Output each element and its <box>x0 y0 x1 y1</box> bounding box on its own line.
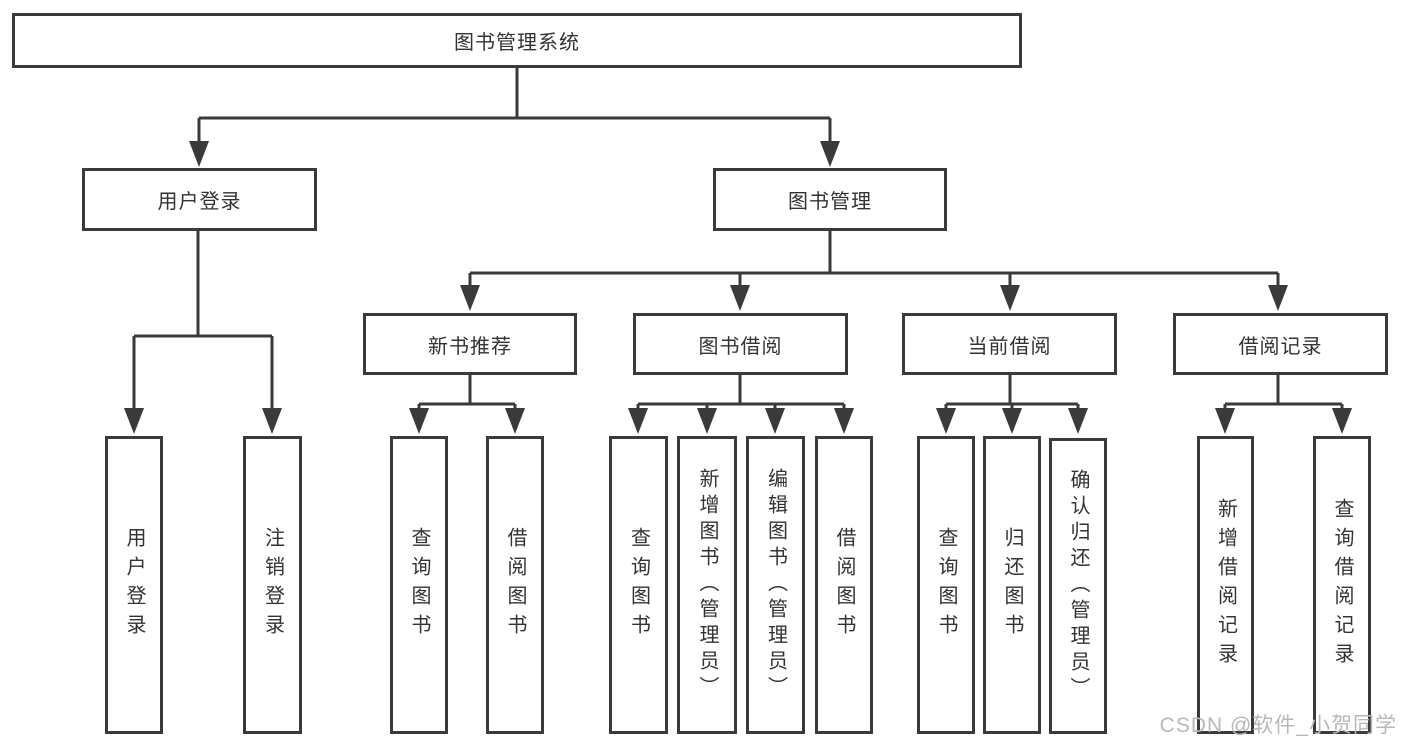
leaf-query-books-borrow: 查询图书 <box>609 436 668 734</box>
node-book-borrow: 图书借阅 <box>633 313 848 375</box>
leaf-query-borrow-record: 查询借阅记录 <box>1313 436 1371 734</box>
leaf-query-books-recommend: 查询图书 <box>390 436 448 734</box>
csdn-watermark: CSDN @软件_小贺同学 <box>1159 714 1397 737</box>
node-user-login-branch: 用户登录 <box>82 168 317 231</box>
leaf-user-login: 用户登录 <box>105 436 163 734</box>
node-root-system: 图书管理系统 <box>12 13 1022 68</box>
leaf-add-book-admin: 新增图书（管理员） <box>677 436 737 734</box>
node-current-borrow: 当前借阅 <box>902 313 1117 375</box>
leaf-borrow-books-recommend: 借阅图书 <box>486 436 544 734</box>
node-new-book-recommend: 新书推荐 <box>363 313 577 375</box>
leaf-return-books: 归还图书 <box>983 436 1041 734</box>
leaf-query-books-current: 查询图书 <box>917 436 975 734</box>
leaf-add-borrow-record: 新增借阅记录 <box>1197 436 1254 734</box>
leaf-edit-book-admin: 编辑图书（管理员） <box>746 436 805 734</box>
node-borrow-records: 借阅记录 <box>1173 313 1388 375</box>
node-book-management-branch: 图书管理 <box>713 168 947 231</box>
leaf-logout-login: 注销登录 <box>243 436 302 734</box>
leaf-confirm-return-admin: 确认归还（管理员） <box>1049 438 1107 734</box>
leaf-borrow-books-borrow: 借阅图书 <box>815 436 873 734</box>
